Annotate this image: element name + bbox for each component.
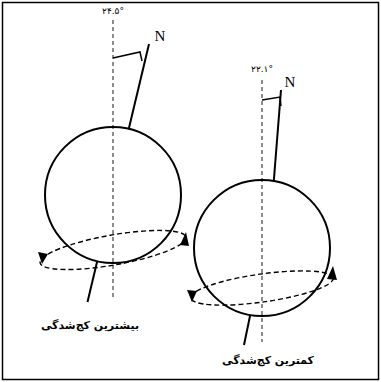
- globe-min-tilt: [187, 80, 337, 345]
- globe-outline: [194, 180, 330, 316]
- caption-label: بیشترین کج‌شدگی: [39, 320, 141, 333]
- north-label: N: [155, 28, 166, 45]
- globe-outline: [45, 127, 181, 263]
- arrowhead: [180, 232, 189, 246]
- angle-mark: [113, 52, 142, 61]
- north-label: N: [285, 74, 296, 91]
- frame: [3, 3, 379, 380]
- tilted-axis: [244, 315, 250, 345]
- angle-label: ۲۲.۱°: [251, 64, 273, 74]
- rotation-path: [38, 222, 189, 277]
- arrowhead: [187, 290, 197, 302]
- vertical-axis: [262, 80, 263, 342]
- tilted-axis: [129, 44, 149, 129]
- arrowhead: [38, 252, 48, 264]
- vertical-axis: [113, 20, 114, 300]
- caption-label: کمترین کج‌شدگی: [220, 355, 316, 368]
- angle-mark: [262, 97, 281, 106]
- angle-label: ۲۴.۵°: [102, 6, 124, 16]
- rotation-path: [189, 264, 335, 312]
- tilted-axis: [274, 90, 281, 181]
- globe-max-tilt: [38, 20, 189, 302]
- arrowhead: [327, 266, 337, 280]
